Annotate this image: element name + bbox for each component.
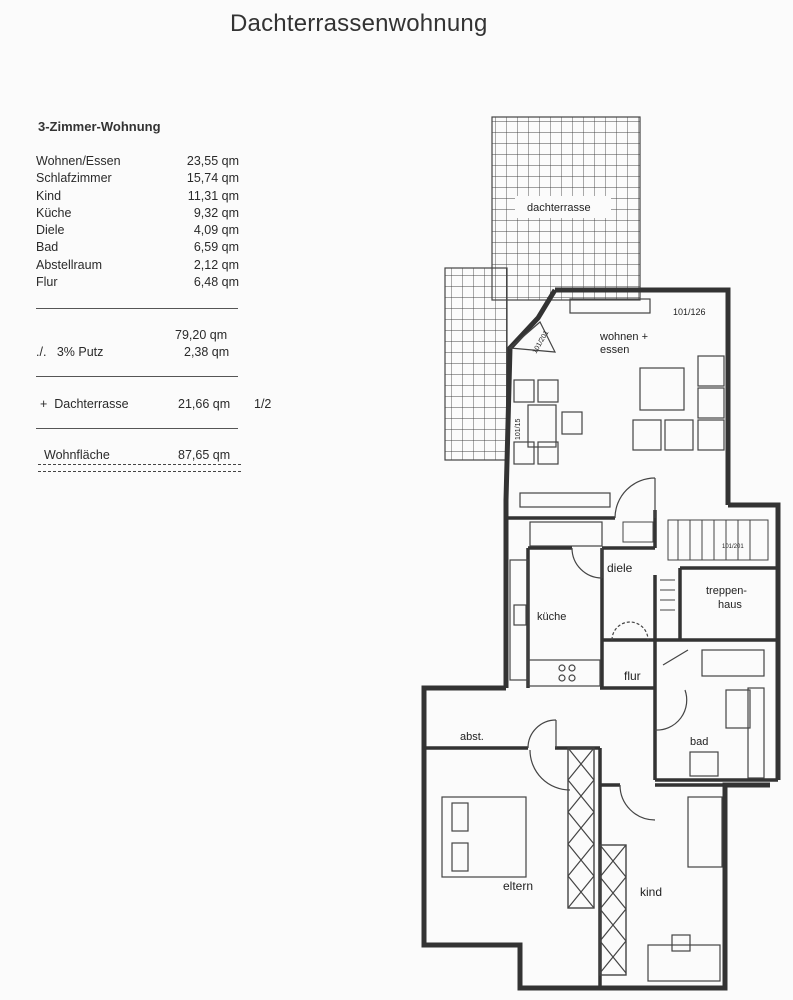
kitchen-label: küche <box>537 611 566 623</box>
divider <box>36 428 238 429</box>
window-code: 101/201 <box>722 544 744 550</box>
corridor-label: flur <box>624 669 641 683</box>
storage-label: abst. <box>460 731 484 743</box>
staircase <box>622 519 769 611</box>
room-area: 2,12 qm <box>193 257 239 272</box>
room-area: 6,59 qm <box>193 240 239 255</box>
subtotal-value: 79,20 qm <box>175 328 228 342</box>
room-area: 4,09 qm <box>193 223 239 238</box>
room-area-list: Wohnen/Essen 23,55 qm Schlafzimmer 15,74 q… <box>36 153 251 291</box>
room-row: Flur 6,48 qm <box>36 274 251 291</box>
terrace-value: 21,66 qm <box>178 397 231 411</box>
room-name: Kind <box>36 188 62 203</box>
child-label: kind <box>640 885 662 899</box>
bedroom-furniture <box>441 747 723 982</box>
kitchen-counter <box>509 521 603 687</box>
room-row: Abstellraum 2,12 qm <box>36 257 251 274</box>
room-area: 6,48 qm <box>193 275 239 290</box>
window-code: 101/15 <box>515 418 522 440</box>
terrace-label: + Dachterrasse <box>40 397 129 411</box>
putz-label: ./. 3% Putz <box>36 345 104 359</box>
room-area: 11,31 qm <box>187 188 239 203</box>
bath-label: bad <box>690 736 708 748</box>
terrace-fraction: 1/2 <box>254 397 272 411</box>
terrace-label: dachterrasse <box>527 202 591 214</box>
door-swings <box>508 321 688 821</box>
staircase-label: treppen- <box>706 585 747 597</box>
divider <box>36 308 238 309</box>
bathroom-fixtures <box>662 649 765 779</box>
room-area: 15,74 qm <box>186 171 239 186</box>
room-name: Schlafzimmer <box>36 171 112 186</box>
divider <box>36 376 238 377</box>
living-furniture <box>513 298 725 508</box>
room-row: Kind 11,31 qm <box>36 188 251 205</box>
unit-code: 101/126 <box>673 307 706 317</box>
dining-label: essen <box>600 344 629 356</box>
roof-terrace <box>444 116 641 461</box>
living-label: wohnen + <box>599 331 648 343</box>
room-name: Abstellraum <box>36 257 102 272</box>
room-row: Schlafzimmer 15,74 qm <box>36 170 251 187</box>
putz-value: 2,38 qm <box>184 345 230 359</box>
room-name: Flur <box>36 275 58 290</box>
hall-label: diele <box>607 561 633 575</box>
room-name: Wohnen/Essen <box>36 154 121 168</box>
room-row: Diele 4,09 qm <box>36 222 251 239</box>
room-area: 23,55 qm <box>186 154 239 168</box>
page-title: Dachterrassenwohnung <box>230 10 488 37</box>
room-row: Bad 6,59 qm <box>36 239 251 256</box>
room-area: 9,32 qm <box>193 205 239 220</box>
apartment-type: 3-Zimmer-Wohnung <box>38 119 161 134</box>
room-row: Wohnen/Essen 23,55 qm <box>36 153 251 170</box>
staircase-label-2: haus <box>718 599 742 611</box>
room-name: Bad <box>36 240 59 255</box>
total-label: Wohnfläche <box>44 448 110 462</box>
total-value: 87,65 qm <box>178 448 231 462</box>
room-name: Küche <box>36 205 72 220</box>
double-underline <box>38 464 241 472</box>
room-name: Diele <box>36 223 65 238</box>
parents-label: eltern <box>503 879 533 893</box>
room-row: Küche 9,32 qm <box>36 205 251 222</box>
